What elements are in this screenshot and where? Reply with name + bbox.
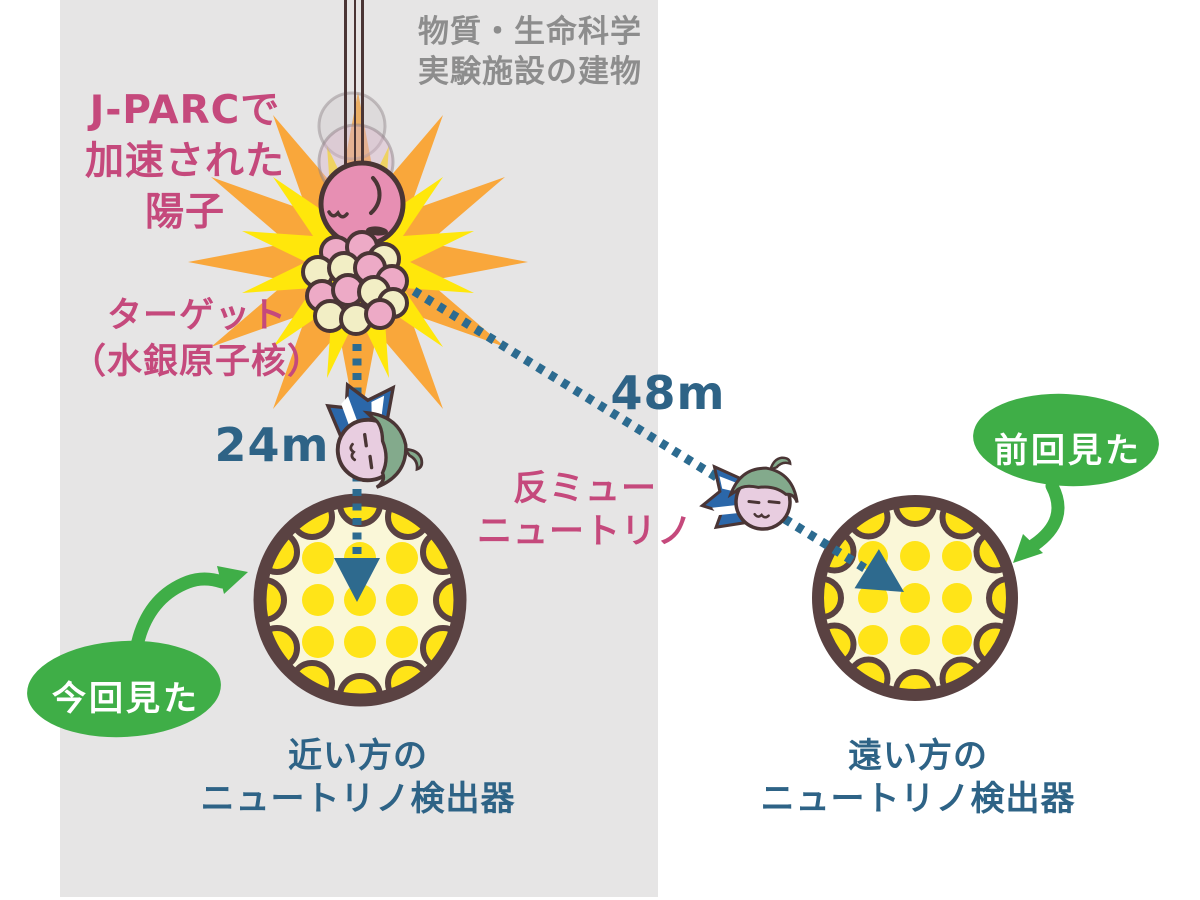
near-detector-label: 近い方の ニュートリノ検出器 [201,735,516,821]
target-nucleus-cluster [301,230,409,336]
target-label-line1: ターゲット [106,296,288,336]
antineutrino-label: 反ミュー ニュートリノ [477,468,693,554]
proton-label: J-PARCで 加速された 陽子 [85,85,285,238]
far-callout [973,393,1159,563]
proton-label-line1: J-PARCで [89,88,281,133]
far-detector-label: 遠い方の ニュートリノ検出器 [761,735,1076,821]
far-callout-text: 前回見た [994,431,1142,471]
neutrino-mouth [349,442,357,462]
antineutrino-label-line2: ニュートリノ [476,512,694,552]
near-detector [253,493,467,707]
neutrino-hat [362,410,408,489]
near-detector-label-line1: 近い方の [288,736,428,776]
neutrino-hat-sprout [768,456,792,472]
near-callout [27,566,248,738]
proton-eye-left [327,209,349,219]
building-label-line1: 物質・生命科学 [418,14,642,50]
neutrino-mouth [753,512,770,519]
neutrino-hat [727,466,799,504]
near-callout-text: 今回見た [52,679,200,719]
far-distance-label: 48m [610,366,726,420]
far-callout-arrow [1027,479,1065,552]
target-label-line2: （水銀原子核） [70,342,324,382]
building-label: 物質・生命科学 実験施設の建物 [418,12,642,92]
far-detector-label-line2: ニュートリノ検出器 [760,779,1076,819]
near-detector-label-line2: ニュートリノ検出器 [200,779,516,819]
near-callout-arrow [129,572,229,657]
near-beam-arrow [334,558,380,602]
proton-label-line2: 加速された [84,139,286,184]
far-beam-arrow [854,549,904,592]
far-neutrino-character [699,456,799,531]
beam-pipe-lines [344,0,364,172]
target-label: ターゲット （水銀原子核） [71,293,323,385]
antineutrino-label-line1: 反ミュー [512,469,658,509]
near-callout-bubble [27,640,221,738]
near-neutrino-character [325,381,424,489]
building-label-line2: 実験施設の建物 [418,54,642,90]
far-detector [812,495,1018,701]
far-callout-bubble [973,393,1159,487]
proton-eye-right [369,176,382,215]
neutrino-hat-sprout [402,447,424,472]
near-distance-label: 24m [214,418,330,472]
proton-label-line3: 陽子 [144,190,226,235]
far-detector-label-line1: 遠い方の [848,736,988,776]
far-beam-path [411,287,904,592]
